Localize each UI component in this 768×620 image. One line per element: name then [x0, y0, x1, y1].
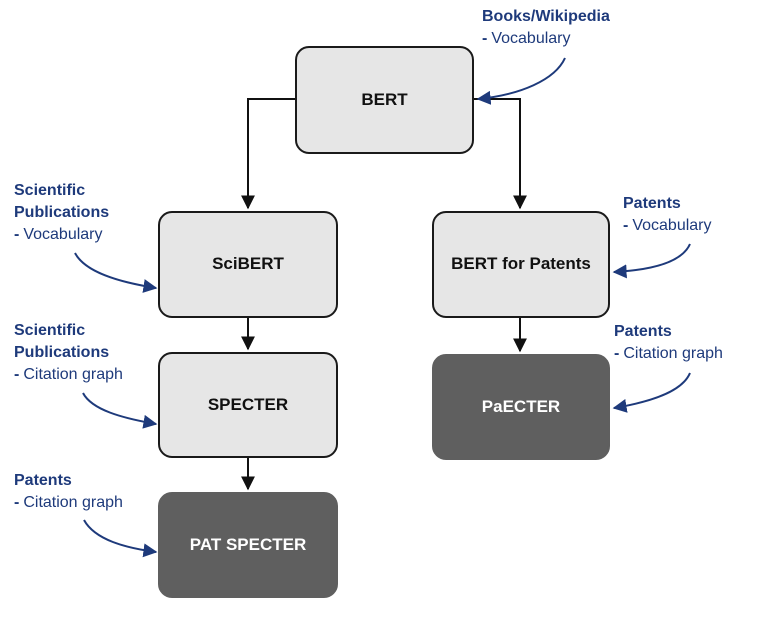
annotation-arrow-scibert — [74, 252, 158, 293]
node-bert-for-patents: BERT for Patents — [432, 211, 610, 318]
annotation-detail: -Vocabulary — [482, 30, 571, 47]
annotation-arrow-bert — [476, 57, 566, 105]
node-pat-specter: PAT SPECTER — [158, 492, 338, 598]
annotation-title: Books/Wikipedia — [482, 8, 610, 25]
connector-bert-bert-patents — [474, 98, 527, 210]
node-paecter: PaECTER — [432, 354, 610, 460]
annotation-bert-source: Books/Wikipedia -Vocabulary — [482, 6, 610, 50]
annotation-title: Patents — [623, 195, 681, 212]
annotation-arrow-bert-patents — [612, 243, 691, 279]
annotation-arrow-paecter — [612, 372, 691, 413]
node-scibert: SciBERT — [158, 211, 338, 318]
annotation-arrow-specter — [82, 392, 158, 429]
connector-bert-scibert — [241, 98, 295, 210]
node-bert: BERT — [295, 46, 474, 154]
annotation-title: Publications — [14, 204, 110, 221]
annotation-arrow-pat-specter — [83, 519, 158, 558]
annotation-title: Patents — [14, 472, 72, 489]
annotation-paecter-source: Patents -Citation graph — [614, 321, 723, 365]
node-specter: SPECTER — [158, 352, 338, 458]
annotation-specter-source: Scientific Publications -Citation graph — [14, 320, 123, 386]
annotation-detail: -Vocabulary — [14, 226, 103, 243]
annotation-detail: -Citation graph — [14, 366, 123, 383]
annotation-detail: -Citation graph — [14, 494, 123, 511]
annotation-scibert-source: Scientific Publications -Vocabulary — [14, 180, 109, 246]
annotation-pat-specter-source: Patents -Citation graph — [14, 470, 123, 514]
annotation-bert-for-patents-source: Patents -Vocabulary — [623, 193, 712, 237]
annotation-detail: -Vocabulary — [623, 217, 712, 234]
annotation-detail: -Citation graph — [614, 345, 723, 362]
annotation-title: Scientific — [14, 182, 86, 199]
annotation-title: Scientific — [14, 322, 86, 339]
annotation-title: Patents — [614, 323, 672, 340]
annotation-title: Publications — [14, 344, 110, 361]
